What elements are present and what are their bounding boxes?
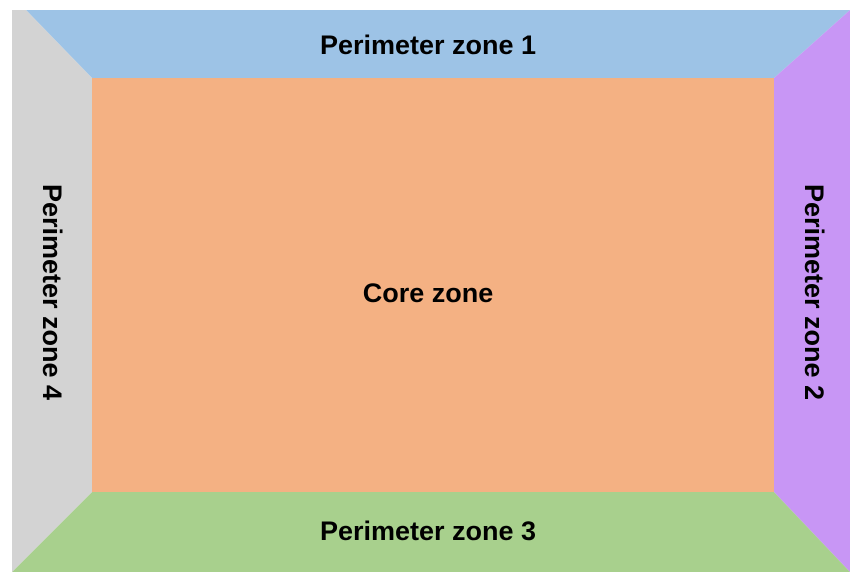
perimeter-zone-2-label: Perimeter zone 2 — [799, 184, 829, 400]
perimeter-zone-1 — [26, 10, 850, 78]
core-zone-label: Core zone — [363, 278, 494, 308]
perimeter-zone-3-label: Perimeter zone 3 — [320, 516, 536, 546]
perimeter-zone-3 — [12, 492, 850, 572]
perimeter-zone-4-label: Perimeter zone 4 — [37, 184, 67, 400]
perimeter-zone-1-label: Perimeter zone 1 — [320, 30, 536, 60]
core-zone — [92, 78, 774, 492]
perimeter-zone-2 — [774, 10, 850, 572]
perimeter-zone-4 — [12, 10, 92, 572]
